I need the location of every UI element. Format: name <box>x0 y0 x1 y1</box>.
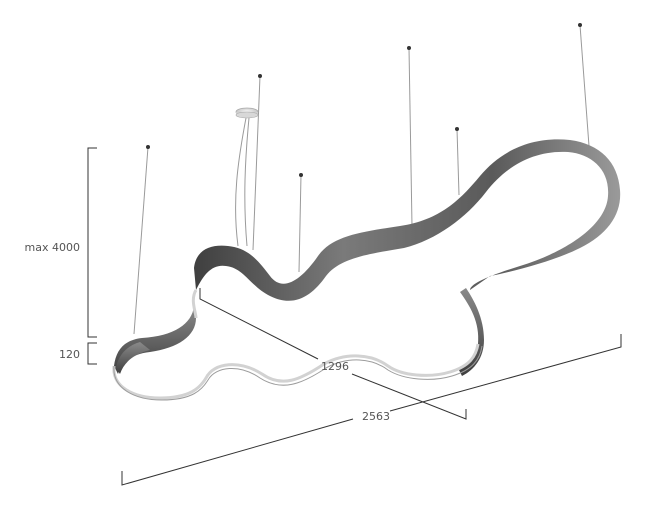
anchor-dot <box>146 145 150 149</box>
band-front-left <box>116 342 150 374</box>
anchor-dot <box>578 23 582 27</box>
anchor-dot <box>407 46 411 50</box>
band-inner-edge <box>112 289 480 400</box>
depth-dimension: 1296 <box>199 288 467 420</box>
luminaire-band <box>112 139 621 401</box>
ceiling-anchors <box>146 23 582 177</box>
anchor-dot <box>455 127 459 131</box>
band-left-surface <box>114 306 196 374</box>
wire-5 <box>456 128 460 196</box>
band-right-surface <box>458 288 484 376</box>
power-cable-2 <box>244 117 250 247</box>
band-back-surface <box>194 139 621 301</box>
band-lower-shade <box>113 345 483 401</box>
wire-6 <box>579 24 590 147</box>
power-cable <box>235 117 247 247</box>
height-max-label: max 4000 <box>25 241 80 254</box>
anchor-dot <box>299 173 303 177</box>
width-dimension: 2563 <box>121 334 622 486</box>
height-dimension: max 4000 <box>25 147 97 338</box>
depth-label: 1296 <box>321 360 349 373</box>
suspension-wires <box>133 24 590 335</box>
wire-1 <box>133 146 149 335</box>
width-label: 2563 <box>362 410 390 423</box>
profile-height-label: 120 <box>59 348 80 361</box>
ceiling-canopy <box>235 107 259 119</box>
wire-2 <box>252 75 261 251</box>
wire-4 <box>408 47 413 227</box>
anchor-dot <box>258 74 262 78</box>
profile-height-dimension: 120 <box>59 342 97 365</box>
wire-3 <box>298 174 302 273</box>
